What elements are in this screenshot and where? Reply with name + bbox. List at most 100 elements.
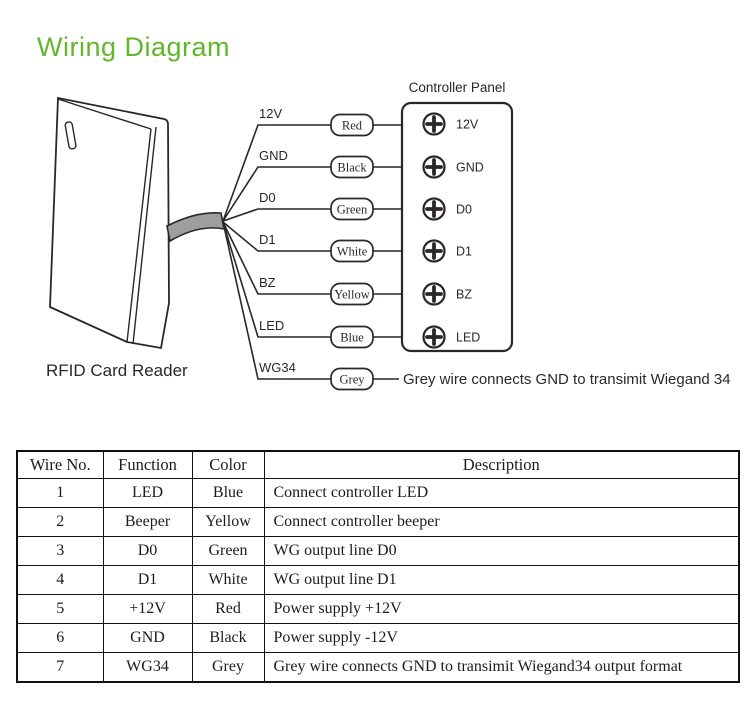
- color-pill-white: [330, 239, 374, 263]
- color-pill-blue-label: Blue: [340, 331, 364, 345]
- color-pill-green: [330, 197, 374, 221]
- col-header-description: Description: [263, 450, 740, 479]
- reader-led-slot: [64, 121, 77, 150]
- cell-function: Beeper: [102, 507, 193, 537]
- col-header-function: Function: [102, 450, 193, 479]
- color-pill-green-label: Green: [337, 203, 368, 217]
- cell-color: Grey: [191, 652, 265, 683]
- wire-name-bz: BZ: [259, 275, 276, 290]
- terminal-d0: D0: [422, 197, 472, 221]
- terminal-12v: 12V: [422, 112, 479, 136]
- cell-description: WG output line D1: [263, 565, 740, 595]
- table-row: 1 LED Blue Connect controller LED: [16, 478, 740, 508]
- wg34-note: Grey wire connects GND to transimit Wieg…: [403, 371, 731, 388]
- table-row: 4 D1 White WG output line D1: [16, 565, 740, 595]
- terminal-label: BZ: [456, 288, 472, 302]
- cell-wire-no: 5: [16, 594, 104, 624]
- terminal-bz: BZ: [422, 282, 472, 306]
- wire-line-led: [222, 221, 402, 338]
- wire-name-d1: D1: [259, 232, 276, 247]
- wiring-diagram-figure: 12V GND D0 D1 BZ LED WG34 Red Black Gree…: [46, 80, 731, 391]
- reader-front-top-edge: [57, 98, 152, 130]
- wire-fan-lines: [222, 124, 402, 380]
- rfid-card-reader-drawing: [49, 96, 226, 350]
- wire-line-d0: [222, 208, 402, 222]
- cell-color: Blue: [191, 478, 265, 508]
- terminal-label: D0: [456, 203, 472, 217]
- cell-wire-no: 2: [16, 507, 104, 537]
- color-pill-white-label: White: [337, 245, 368, 259]
- terminal-label: 12V: [456, 118, 479, 132]
- cell-description: Power supply -12V: [263, 623, 740, 653]
- reader-outline: [49, 96, 170, 350]
- cable: [166, 211, 226, 243]
- wire-name-12v: 12V: [259, 106, 282, 121]
- cell-description: Grey wire connects GND to transimit Wieg…: [263, 652, 740, 683]
- color-pill-yellow-label: Yellow: [334, 288, 370, 302]
- cell-description: Power supply +12V: [263, 594, 740, 624]
- table-row: 7 WG34 Grey Grey wire connects GND to tr…: [16, 652, 740, 683]
- color-pill-black-label: Black: [337, 161, 367, 175]
- color-pill-red: [330, 113, 374, 137]
- cell-function: LED: [102, 478, 193, 508]
- cell-color: Red: [191, 594, 265, 624]
- cell-color: Yellow: [191, 507, 265, 537]
- cell-color: Green: [191, 536, 265, 566]
- table-row: 5 +12V Red Power supply +12V: [16, 594, 740, 624]
- wire-line-bz: [222, 221, 402, 295]
- controller-panel: Controller Panel 12V GND D0 D1: [400, 80, 514, 353]
- cell-function: WG34: [102, 652, 193, 683]
- cell-function: GND: [102, 623, 193, 653]
- terminal-d1: D1: [422, 239, 472, 263]
- cell-wire-no: 4: [16, 565, 104, 595]
- wire-color-pills: Red Black Green White Yellow Blue Grey: [330, 113, 374, 391]
- cell-wire-no: 1: [16, 478, 104, 508]
- cell-function: +12V: [102, 594, 193, 624]
- controller-panel-title: Controller Panel: [409, 80, 506, 95]
- wire-line-d1: [222, 221, 402, 252]
- terminal-gnd: GND: [422, 155, 484, 179]
- cell-color: Black: [191, 623, 265, 653]
- controller-panel-box: [400, 101, 514, 353]
- table-row: 6 GND Black Power supply -12V: [16, 623, 740, 653]
- cell-function: D1: [102, 565, 193, 595]
- screw-cross-icon: [425, 328, 443, 346]
- color-pill-grey-label: Grey: [340, 373, 366, 387]
- screw-cross-icon: [425, 158, 443, 176]
- screw-cross-icon: [425, 200, 443, 218]
- wire-line-gnd: [222, 166, 402, 222]
- cell-wire-no: 3: [16, 536, 104, 566]
- cell-wire-no: 6: [16, 623, 104, 653]
- wire-line-12v: [222, 124, 402, 222]
- reader-bevel-edge: [132, 126, 157, 345]
- cell-function: D0: [102, 536, 193, 566]
- screw-cross-icon: [425, 242, 443, 260]
- col-header-wire-no: Wire No.: [16, 450, 104, 479]
- cell-description: Connect controller LED: [263, 478, 740, 508]
- cell-wire-no: 7: [16, 652, 104, 683]
- wire-line-wg34: [222, 221, 399, 380]
- page-title: Wiring Diagram: [37, 32, 231, 63]
- color-pill-grey: [330, 367, 374, 391]
- terminal-led: LED: [422, 325, 480, 349]
- reader-caption: RFID Card Reader: [46, 361, 188, 380]
- cell-color: White: [191, 565, 265, 595]
- wire-name-led: LED: [259, 318, 284, 333]
- wire-name-gnd: GND: [259, 148, 288, 163]
- color-pill-black: [330, 155, 374, 179]
- wire-table: Wire No. Function Color Description 1 LE…: [16, 450, 740, 683]
- cell-description: Connect controller beeper: [263, 507, 740, 537]
- screw-cross-icon: [425, 115, 443, 133]
- table-row: 3 D0 Green WG output line D0: [16, 536, 740, 566]
- wire-name-labels: 12V GND D0 D1 BZ LED WG34: [259, 106, 296, 375]
- table-row: 2 Beeper Yellow Connect controller beepe…: [16, 507, 740, 537]
- col-header-color: Color: [191, 450, 265, 479]
- terminal-label: LED: [456, 331, 480, 345]
- table-header-row: Wire No. Function Color Description: [16, 450, 740, 479]
- wire-name-wg34: WG34: [259, 360, 296, 375]
- color-pill-yellow: [330, 282, 374, 306]
- color-pill-red-label: Red: [342, 119, 363, 133]
- terminal-label: D1: [456, 245, 472, 259]
- color-pill-blue: [330, 325, 374, 349]
